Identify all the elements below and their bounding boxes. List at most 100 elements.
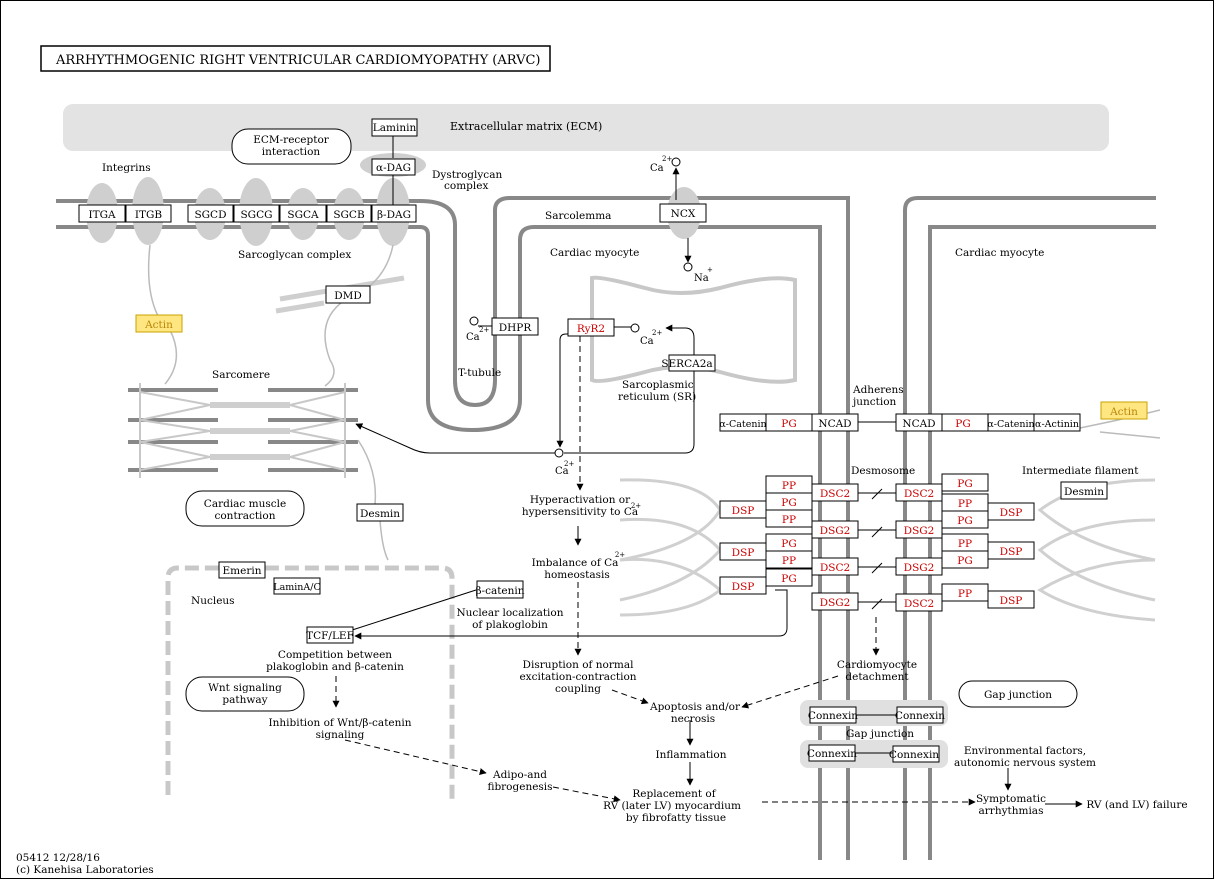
gene-connexin-1[interactable]: Connexin: [808, 706, 858, 724]
gene-ncad-left[interactable]: NCAD: [811, 413, 859, 432]
svg-text:β-catenin: β-catenin: [475, 585, 524, 597]
svg-text:DSP: DSP: [1000, 595, 1023, 607]
ca-label-sr: Ca: [640, 336, 654, 347]
gene-dsp-desmosome-4[interactable]: DSP: [719, 500, 767, 519]
detachment-line2: detachment: [845, 671, 909, 683]
sarcoplasmic-reticulum: [590, 275, 797, 384]
svg-text:LaminA/C: LaminA/C: [273, 582, 320, 593]
sarcolemma-label: Sarcolemma: [545, 210, 611, 222]
gene-sgcb[interactable]: SGCB: [326, 204, 372, 223]
gene-pp-desmosome-25[interactable]: PP: [941, 583, 989, 602]
gene-dsp-desmosome-24[interactable]: DSP: [987, 541, 1035, 560]
gene-pp-desmosome-6[interactable]: PP: [765, 550, 813, 569]
gap-junction-pathway-box[interactable]: [958, 680, 1078, 708]
cardiac-myocyte-label-2: Cardiac myocyte: [955, 247, 1044, 259]
gene-dsp-desmosome-26[interactable]: DSP: [987, 590, 1035, 609]
symptomatic-line2: arrhythmias: [979, 805, 1044, 817]
gene-dsg2-desmosome-11[interactable]: DSG2: [811, 520, 859, 539]
gene-connexin-3[interactable]: Connexin: [807, 744, 857, 762]
gene-beta-dag[interactable]: β-DAG: [371, 204, 417, 223]
gene-itga[interactable]: ITGA: [78, 204, 126, 223]
svg-text:NCX: NCX: [671, 208, 696, 220]
svg-text:α-Actinin: α-Actinin: [1035, 419, 1079, 430]
ecm-label: Extracellular matrix (ECM): [450, 120, 602, 133]
svg-text:PG: PG: [957, 478, 972, 490]
svg-text:DSC2: DSC2: [820, 562, 850, 574]
gene-desmin-left[interactable]: Desmin: [356, 503, 404, 522]
gene-dsp-desmosome-9[interactable]: DSP: [719, 576, 767, 595]
gene-ncx[interactable]: NCX: [659, 203, 707, 223]
svg-text:ITGB: ITGB: [135, 209, 163, 221]
wnt-pathway-box[interactable]: [185, 676, 305, 712]
svg-text:α-DAG: α-DAG: [376, 162, 411, 174]
gene-alpha-actinin[interactable]: α-Actinin: [1033, 413, 1081, 432]
gene-dsp-desmosome-8[interactable]: DSP: [719, 542, 767, 561]
gene-pg-desmosome-18[interactable]: PG: [941, 473, 989, 492]
svg-text:PG: PG: [781, 497, 796, 509]
cardiac-contraction-pathway-box[interactable]: [185, 490, 305, 527]
gene-actin-left[interactable]: Actin: [135, 314, 183, 333]
ion-markers: [469, 157, 693, 458]
gene-dsg2-desmosome-13[interactable]: DSG2: [811, 592, 859, 611]
gene-alpha-catenin-left[interactable]: α-Catenin: [719, 413, 767, 432]
dystroglycan-complex-label: complex: [444, 180, 488, 192]
gene-pp-desmosome-1[interactable]: PP: [765, 475, 813, 494]
gene-sgcg[interactable]: SGCG: [233, 204, 280, 223]
gene-dsc2-desmosome-12[interactable]: DSC2: [811, 557, 859, 576]
gene-ncad-right[interactable]: NCAD: [895, 413, 943, 432]
svg-text:SERCA2a: SERCA2a: [661, 358, 712, 370]
gene-sgcd[interactable]: SGCD: [187, 204, 234, 223]
gene-pg-desmosome-2[interactable]: PG: [765, 492, 813, 511]
gene-dsc2-desmosome-17[interactable]: DSC2: [895, 593, 943, 612]
svg-text:DSC2: DSC2: [904, 488, 934, 500]
nucleus-outline: [165, 565, 455, 800]
gene-pg-desmosome-23[interactable]: PG: [941, 550, 989, 569]
competition-line2: plakoglobin and β-catenin: [266, 661, 404, 673]
gene-alpha-dag[interactable]: α-DAG: [371, 158, 416, 176]
svg-text:α-Catenin: α-Catenin: [987, 419, 1034, 430]
gene-dmd[interactable]: DMD: [325, 285, 371, 304]
gene-itgb[interactable]: ITGB: [125, 204, 172, 223]
svg-text:DSC2: DSC2: [904, 598, 934, 610]
gene-pg-adherens-left[interactable]: PG: [765, 413, 813, 432]
gene-sgca[interactable]: SGCA: [279, 204, 327, 223]
gene-pp-desmosome-22[interactable]: PP: [941, 533, 989, 552]
gene-beta-catenin[interactable]: β-catenin: [475, 580, 525, 599]
gene-emerin[interactable]: Emerin: [218, 561, 266, 579]
svg-text:PP: PP: [782, 480, 796, 492]
gene-actin-right[interactable]: Actin: [1100, 401, 1148, 420]
svg-text:Actin: Actin: [1109, 406, 1138, 418]
gene-dsc2-desmosome-10[interactable]: DSC2: [811, 483, 859, 502]
gene-dhpr[interactable]: DHPR: [491, 317, 539, 336]
svg-text:DSP: DSP: [1000, 507, 1023, 519]
gene-connexin-4[interactable]: Connexin: [889, 745, 940, 763]
gene-connexin-2[interactable]: Connexin: [895, 706, 945, 724]
rv-failure-label: RV (and LV) failure: [1086, 799, 1187, 811]
disruption-line2: excitation-contraction: [519, 671, 636, 683]
gene-alpha-catenin-right[interactable]: α-Catenin: [987, 413, 1035, 432]
gene-tcf-lef[interactable]: TCF/LEF: [306, 626, 354, 644]
gene-pp-desmosome-3[interactable]: PP: [765, 509, 813, 528]
gene-dsg2-desmosome-15[interactable]: DSG2: [895, 520, 943, 539]
gene-dsg2-desmosome-16[interactable]: DSG2: [895, 557, 943, 576]
gene-lamin[interactable]: LaminA/C: [273, 577, 321, 595]
gene-pg-adherens-right[interactable]: PG: [941, 413, 989, 432]
gene-dsp-desmosome-21[interactable]: DSP: [987, 502, 1035, 521]
sarcomere-diagram: [128, 383, 358, 478]
footer-code: 05412 12/28/16: [16, 852, 100, 864]
gene-desmin-right[interactable]: Desmin: [1060, 481, 1108, 500]
gene-pp-desmosome-19[interactable]: PP: [941, 493, 989, 512]
svg-text:PG: PG: [955, 418, 970, 430]
gene-pg-desmosome-7[interactable]: PG: [765, 568, 813, 587]
svg-text:Emerin: Emerin: [223, 565, 262, 577]
gene-ryr2[interactable]: RyR2: [567, 318, 615, 337]
ecm-receptor-pathway-box[interactable]: [231, 128, 352, 165]
gene-pg-desmosome-20[interactable]: PG: [941, 510, 989, 529]
svg-text:ITGA: ITGA: [88, 209, 116, 221]
gene-pg-desmosome-5[interactable]: PG: [765, 533, 813, 552]
gene-laminin[interactable]: Laminin: [371, 118, 418, 137]
gene-serca2a[interactable]: SERCA2a: [661, 354, 716, 372]
sarcomere-label: Sarcomere: [212, 369, 270, 381]
environmental-line2: autonomic nervous system: [954, 757, 1096, 769]
gene-dsc2-desmosome-14[interactable]: DSC2: [895, 483, 943, 502]
